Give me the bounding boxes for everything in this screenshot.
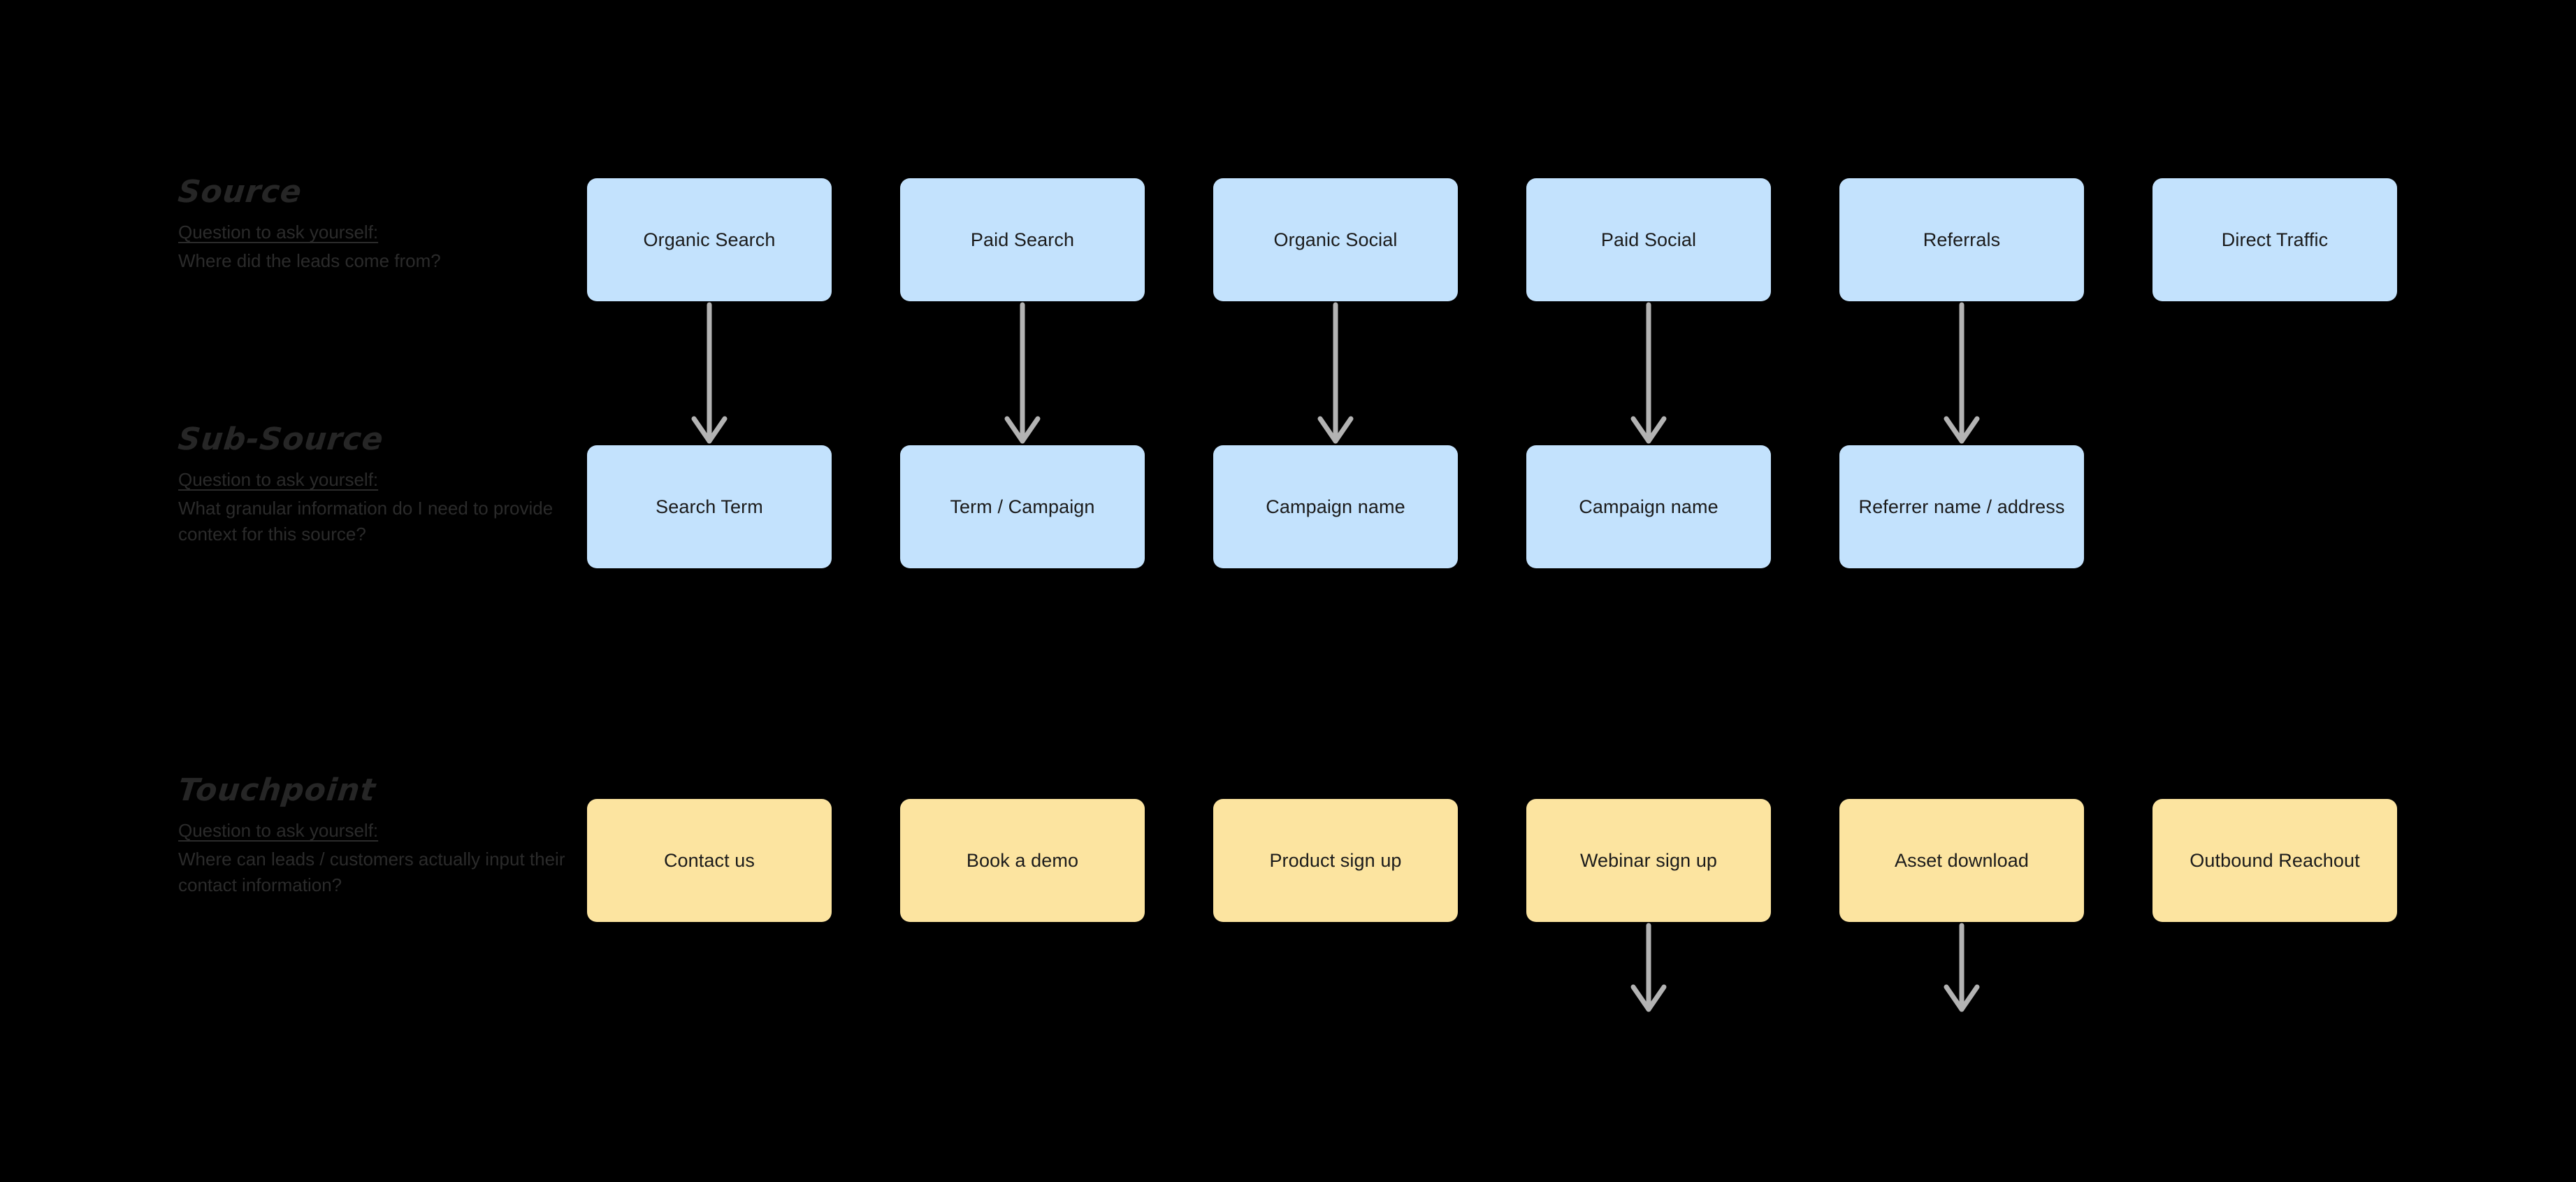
arrow-organic-social-to-campaign-name [1315,302,1356,444]
question-heading-sub-source: Question to ask yourself: [178,469,379,491]
node-source-4[interactable]: Referrals [1839,178,2084,301]
node-source-0[interactable]: Organic Search [587,178,832,301]
row-title-touchpoint: Touchpoint [176,772,378,808]
node-touchpoint-5[interactable]: Outbound Reachout [2152,799,2397,922]
arrow-paid-social-to-campaign-name [1628,302,1670,444]
node-sub-source-3[interactable]: Campaign name [1526,445,1771,568]
question-body-source: Where did the leads come from? [178,250,441,271]
question-heading-touchpoint: Question to ask yourself: [178,820,379,842]
node-sub-source-1[interactable]: Term / Campaign [900,445,1145,568]
node-source-2[interactable]: Organic Social [1213,178,1458,301]
node-touchpoint-1[interactable]: Book a demo [900,799,1145,922]
row-title-source: Source [176,174,304,210]
arrow-organic-search-to-search-term [688,302,730,444]
node-sub-source-4[interactable]: Referrer name / address [1839,445,2084,568]
arrow-webinar-sign-up-down [1628,923,1670,1012]
question-heading-source: Question to ask yourself: [178,222,379,243]
arrow-asset-download-down [1941,923,1983,1012]
node-source-1[interactable]: Paid Search [900,178,1145,301]
row-title-sub-source: Sub-Source [176,421,386,457]
node-touchpoint-2[interactable]: Product sign up [1213,799,1458,922]
node-touchpoint-3[interactable]: Webinar sign up [1526,799,1771,922]
arrow-paid-search-to-term-campaign [1001,302,1043,444]
node-touchpoint-4[interactable]: Asset download [1839,799,2084,922]
question-body-sub-source: What granular information do I need to p… [178,497,553,545]
question-body-touchpoint: Where can leads / customers actually inp… [178,848,565,895]
node-sub-source-0[interactable]: Search Term [587,445,832,568]
node-source-5[interactable]: Direct Traffic [2152,178,2397,301]
arrow-referrals-to-referrer-name [1941,302,1983,444]
node-sub-source-2[interactable]: Campaign name [1213,445,1458,568]
node-source-3[interactable]: Paid Social [1526,178,1771,301]
node-touchpoint-0[interactable]: Contact us [587,799,832,922]
